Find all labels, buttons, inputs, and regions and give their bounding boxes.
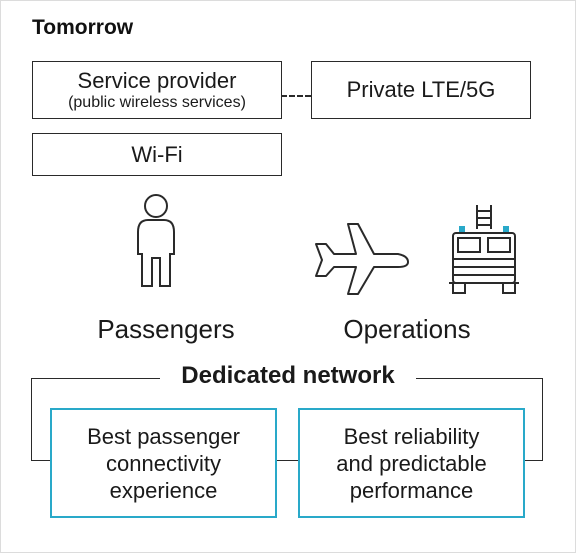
light-left-icon <box>459 226 465 232</box>
operations-benefit-line2: and predictable <box>336 450 487 476</box>
passenger-benefit-line2: connectivity <box>106 450 221 476</box>
operations-benefit-line1: Best reliability <box>343 423 480 449</box>
wifi-title: Wi-Fi <box>131 141 183 167</box>
dedicated-network-title: Dedicated network <box>160 362 416 390</box>
passenger-benefit-box: Best passenger connectivity experience <box>50 408 277 518</box>
light-right-icon <box>503 226 509 232</box>
operations-benefit-line3: performance <box>349 477 474 503</box>
heading-tomorrow: Tomorrow <box>32 16 134 39</box>
airplane-icon <box>315 223 409 295</box>
passengers-label: Passengers <box>97 314 235 344</box>
service-provider-subtitle: (public wireless services) <box>68 94 246 111</box>
connector-left <box>32 460 50 461</box>
connector-right <box>524 460 542 461</box>
operations-benefit-box: Best reliability and predictable perform… <box>298 408 525 518</box>
wifi-box: Wi-Fi <box>32 133 282 176</box>
private-lte-title: Private LTE/5G <box>346 77 496 102</box>
passenger-benefit-line3: experience <box>109 477 218 503</box>
connector-middle <box>276 460 300 461</box>
private-lte-box: Private LTE/5G <box>311 61 531 119</box>
service-provider-title: Service provider <box>77 68 237 93</box>
dashed-connector <box>281 95 311 97</box>
person-icon <box>137 194 175 287</box>
service-provider-box: Service provider (public wireless servic… <box>32 61 282 119</box>
operations-label: Operations <box>343 314 471 344</box>
fire-truck-icon <box>449 205 519 294</box>
passenger-benefit-line1: Best passenger <box>87 423 240 449</box>
